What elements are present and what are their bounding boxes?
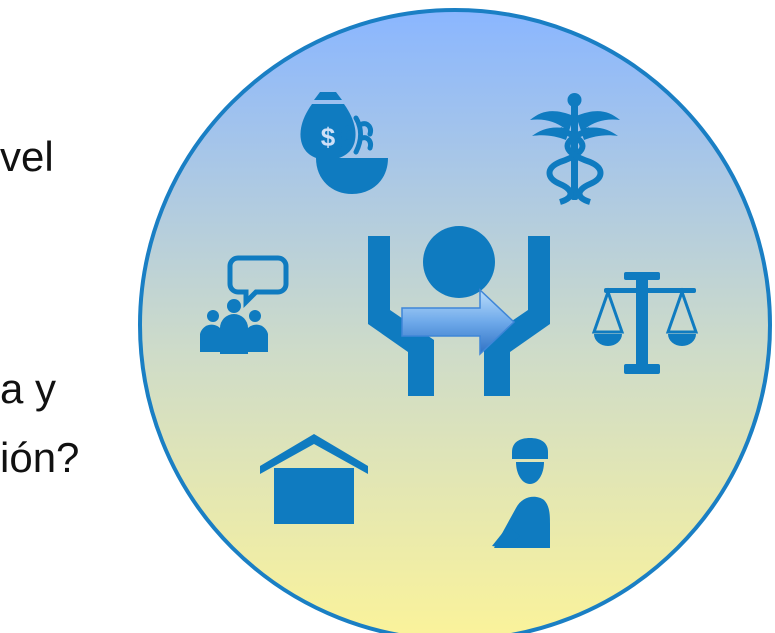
text-fragment-3: ión? — [0, 434, 80, 481]
money-food-bowl-icon: $ — [300, 92, 388, 194]
text-fragment-2: a y — [0, 365, 57, 412]
hands-holding-circle-icon — [368, 226, 550, 396]
police-officer-icon — [492, 438, 550, 548]
justice-scale-icon — [591, 272, 699, 374]
caduceus-icon — [530, 93, 620, 205]
arrow-right-icon — [401, 288, 516, 356]
svg-text:$: $ — [321, 122, 336, 152]
text-fragment-1: vel — [0, 133, 54, 180]
house-icon — [260, 434, 368, 524]
community-chat-icon — [200, 255, 289, 354]
